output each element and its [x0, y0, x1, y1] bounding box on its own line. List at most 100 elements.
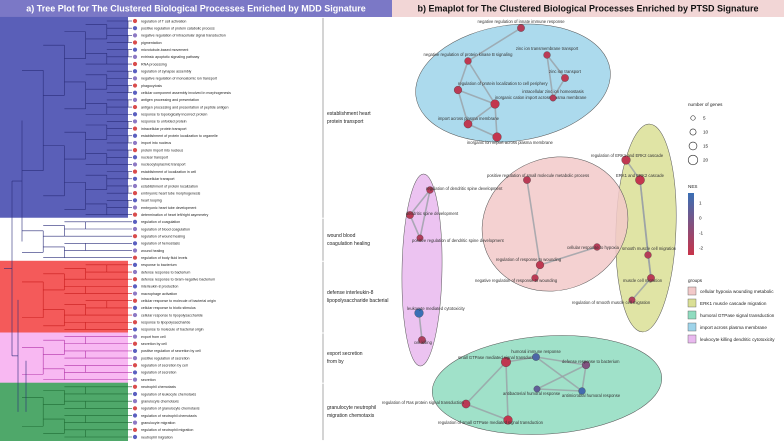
tree-term-dot [132, 341, 138, 346]
network-node-label: antibacterial humoral response [503, 391, 561, 396]
network-node [581, 360, 591, 370]
network-edge [631, 277, 652, 301]
tree-term-label: microtubule-based movement [141, 48, 188, 52]
tree-term-dot [132, 119, 138, 124]
tree-term-label: nuclear transport [141, 156, 168, 160]
network-node [464, 57, 472, 65]
tree-term-dot [132, 169, 138, 174]
tree-term-dot [132, 148, 138, 153]
tree-term-label: regulation of secretion [141, 371, 176, 375]
tree-term-dot [132, 399, 138, 404]
network-edge [467, 123, 498, 138]
tree-term-dot [132, 18, 138, 24]
network-node-label: regulation of dendritic spine developmen… [426, 186, 503, 191]
tree-term-dot [132, 183, 138, 189]
tree-term-dot [132, 320, 138, 325]
tree-term-label: heart looping [141, 199, 162, 203]
tree-term-dot [132, 305, 138, 310]
network-node [628, 296, 636, 304]
tree-term-dot [132, 90, 138, 95]
network-node [418, 336, 426, 344]
tree-term-dot [132, 284, 138, 289]
tree-term-dot [132, 391, 138, 397]
network-edge [494, 103, 498, 138]
network-edge [639, 179, 652, 279]
size-legend-circle [690, 115, 696, 121]
tree-term-dot [132, 40, 138, 45]
tree-term-dot [132, 47, 138, 52]
network-node-label: regulation of Ras protein signal transdu… [382, 400, 464, 405]
tree-term-label: interleukin-8 production [141, 285, 178, 289]
network-node [414, 308, 424, 318]
tree-term-label: export from cell [141, 335, 166, 339]
network-node [593, 243, 601, 251]
tree-term-dot [132, 384, 138, 389]
tree-term-label: positive regulation of protein catabolic… [141, 26, 215, 30]
tree-term-label: antigen processing and presentation of p… [141, 105, 229, 109]
network-node-label: zinc ion transmembrane transport [516, 46, 579, 51]
network-edge [535, 356, 583, 392]
size-legend-value: 15 [703, 144, 709, 149]
network-node [461, 399, 471, 409]
tree-term-label: positive regulation of secretion [141, 356, 190, 360]
tree-term-label: establishment of localization in cell [141, 170, 196, 174]
group-legend-label: humoral GTPase signal transduction [700, 313, 775, 318]
tree-term-label: establishment of protein localization to… [141, 134, 218, 138]
network-node-label: cell killing [414, 340, 433, 345]
network-node [463, 119, 473, 129]
tree-term-dot [132, 377, 138, 382]
nes-tick-label: 1 [699, 201, 702, 206]
network-node-label: dendritic spine development [406, 211, 459, 216]
network-edge [409, 189, 431, 216]
network-node [503, 415, 513, 425]
cluster-label: defense interleukin-8 [327, 290, 374, 296]
network-node-label: cellular response to hypoxia [567, 245, 620, 250]
tree-term-label: cellular response to lipopolysaccharide [141, 313, 203, 317]
network-node [406, 211, 414, 219]
tree-term-label: regulation of T cell activation [141, 19, 186, 23]
network-edge [546, 54, 566, 79]
network-node-label: small GTPase mediated signal transductio… [458, 355, 539, 360]
tree-term-label: response to lipopolysaccharide [141, 321, 190, 325]
cluster-label: from by [327, 359, 344, 365]
tree-term-dot [132, 112, 138, 117]
tree-cluster-band [0, 260, 128, 334]
tree-term-dot [132, 97, 138, 102]
network-node-label: import across plasma membrane [438, 116, 500, 121]
nes-tick-label: -1 [699, 231, 704, 236]
tree-term-dot [132, 155, 138, 160]
network-node-label: smooth muscle cell migration [622, 246, 677, 251]
tree-term-dot [132, 269, 138, 275]
size-legend-circle [689, 128, 697, 136]
tree-term-label: antigen processing and presentation [141, 98, 199, 102]
network-edge [419, 189, 431, 239]
tree-term-label: RNA processing [141, 62, 167, 66]
network-node-label: regulation of ERK1 and ERK2 cascade [591, 153, 664, 158]
network-edge [467, 60, 496, 105]
network-edge [467, 103, 496, 125]
tree-term-label: protein import into nucleus [141, 148, 183, 152]
network-node-label: zinc ion transport [549, 69, 582, 74]
network-node [543, 51, 551, 59]
cluster-label: coagulation healing [327, 241, 370, 247]
network-node-label: humoral immune response [511, 349, 561, 354]
group-ellipse [401, 173, 443, 367]
tree-term-dot [132, 334, 138, 339]
tree-term-label: phagocytosis [141, 84, 162, 88]
network-edge [505, 356, 537, 363]
tree-term-dot [132, 327, 138, 332]
tree-term-dot [132, 191, 138, 196]
network-node [453, 85, 463, 95]
tree-term-label: response to bacterium [141, 263, 177, 267]
network-edge [536, 364, 587, 390]
tree-term-dot [132, 69, 138, 74]
tree-term-dot [132, 26, 138, 31]
network-edge [581, 364, 587, 392]
size-legend-title: number of genes [688, 102, 723, 107]
cluster-label: establishment heart [327, 111, 371, 117]
nes-legend-title: NES [688, 184, 697, 189]
tree-term-label: secretion by cell [141, 342, 167, 346]
group-legend-swatch [687, 298, 697, 308]
group-legend-swatch [687, 322, 697, 332]
cluster-label: export secretion [327, 351, 363, 357]
